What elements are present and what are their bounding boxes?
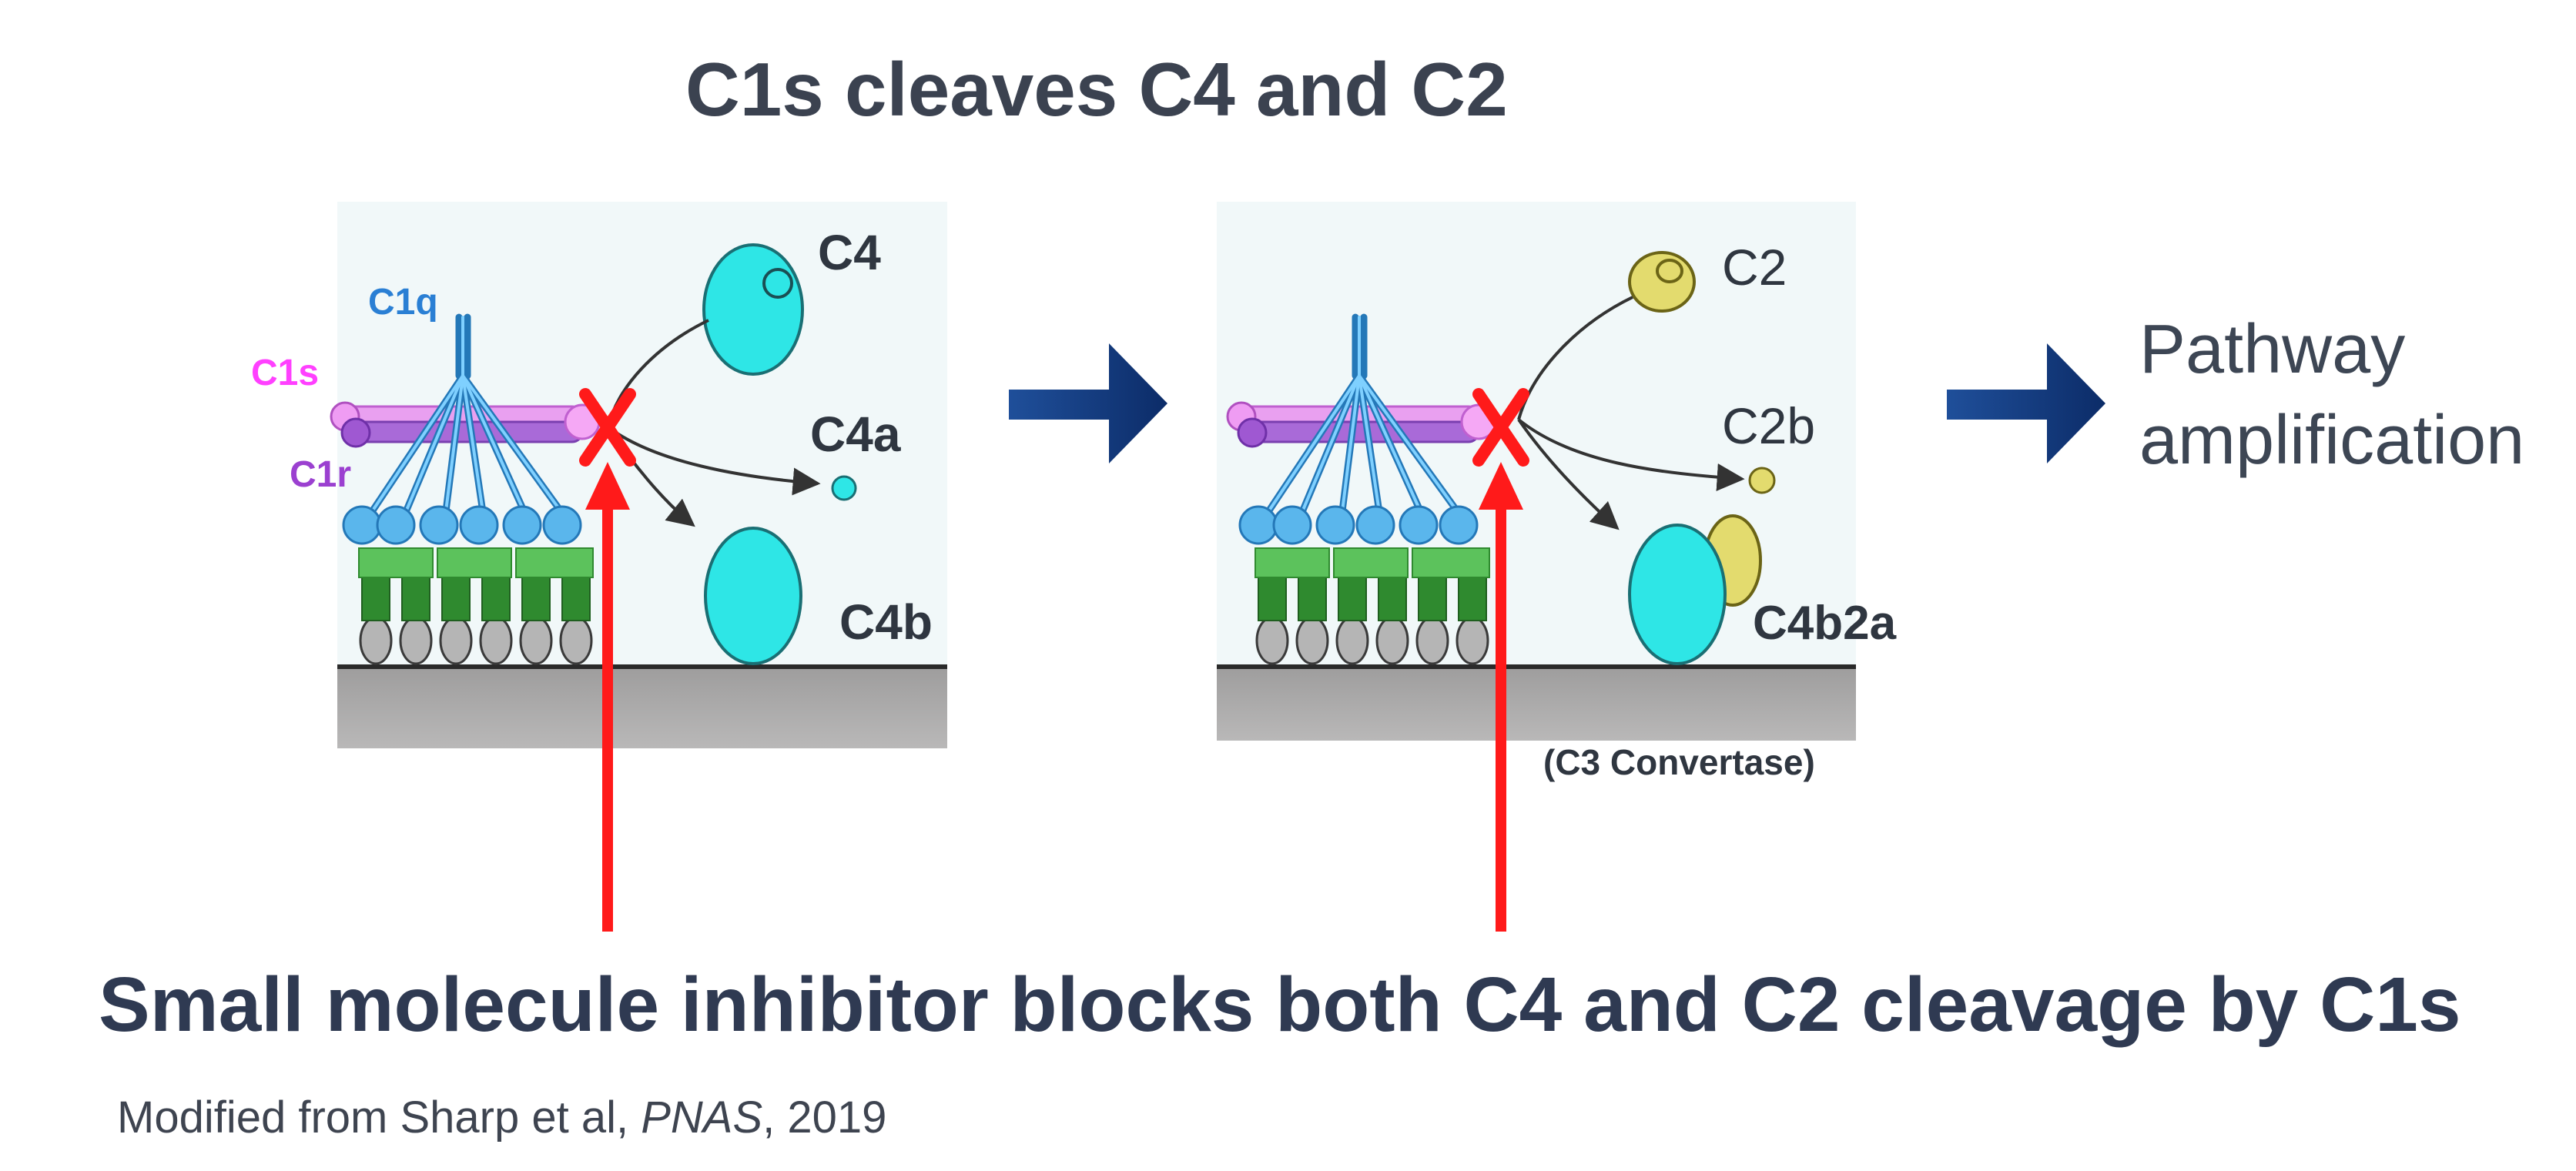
- antibody-row: [358, 547, 594, 621]
- label-c2b: C2b: [1722, 397, 1815, 454]
- label-c1s: C1s: [251, 353, 319, 393]
- progress-arrow-1: [1009, 343, 1167, 463]
- c1r-c1s-rods: [1226, 401, 1497, 448]
- panel-c2-cleavage: C2 C2b C4b2a (C3 Convertase): [1217, 202, 1897, 932]
- label-c1q: C1q: [368, 282, 438, 323]
- citation-journal: PNAS: [641, 1092, 763, 1143]
- conclusion-text: Small molecule inhibitor blocks both C4 …: [99, 962, 2461, 1048]
- label-c4b: C4b: [839, 594, 933, 650]
- inhibitor-x-mark: [1472, 388, 1529, 467]
- panel-c4-cleavage: C1q C1s C1r C4 C4a C4b: [251, 202, 947, 932]
- c1r-c1s-rods: [330, 401, 601, 448]
- label-c1r: C1r: [290, 454, 351, 495]
- c4a-fragment: [831, 475, 857, 501]
- antibody-row: [1255, 547, 1490, 621]
- label-c3-convertase: (C3 Convertase): [1543, 742, 1815, 782]
- c2a-release-arrow: [1517, 418, 1620, 530]
- cell-surface: [337, 667, 947, 748]
- c4b-fragment: [704, 527, 802, 665]
- label-c4b2a: C4b2a: [1753, 597, 1897, 650]
- citation-suffix: , 2019: [762, 1092, 887, 1143]
- cell-surface: [1217, 667, 1856, 741]
- citation-prefix: Modified from Sharp et al,: [117, 1092, 641, 1143]
- inhibitor-x-mark: [579, 388, 636, 467]
- slide-title: C1s cleaves C4 and C2: [685, 47, 1508, 132]
- c2b-release-arrow: [1517, 418, 1745, 491]
- progress-arrow-2: [1947, 343, 2105, 463]
- c1q-heads: [342, 505, 582, 545]
- c2b-fragment: [1748, 467, 1776, 494]
- label-c4a: C4a: [810, 407, 901, 462]
- pathway-line-1: Pathway: [2139, 311, 2406, 388]
- label-c2: C2: [1722, 239, 1787, 296]
- c1q-heads: [1238, 505, 1479, 545]
- citation: Modified from Sharp et al, PNAS, 2019: [117, 1092, 886, 1143]
- inhibitor-arrow: [1479, 462, 1523, 932]
- pathway-amplification-text: Pathway amplification: [2139, 304, 2524, 486]
- inhibitor-arrow: [585, 462, 630, 932]
- c4a-release-arrow: [607, 426, 821, 496]
- label-c4: C4: [818, 225, 881, 280]
- antigen-row: [1255, 616, 1489, 665]
- c2-molecule: [1628, 251, 1696, 313]
- c4b2a-complex: [1628, 514, 1762, 665]
- pathway-line-2: amplification: [2139, 402, 2525, 479]
- c4-molecule: [702, 243, 804, 376]
